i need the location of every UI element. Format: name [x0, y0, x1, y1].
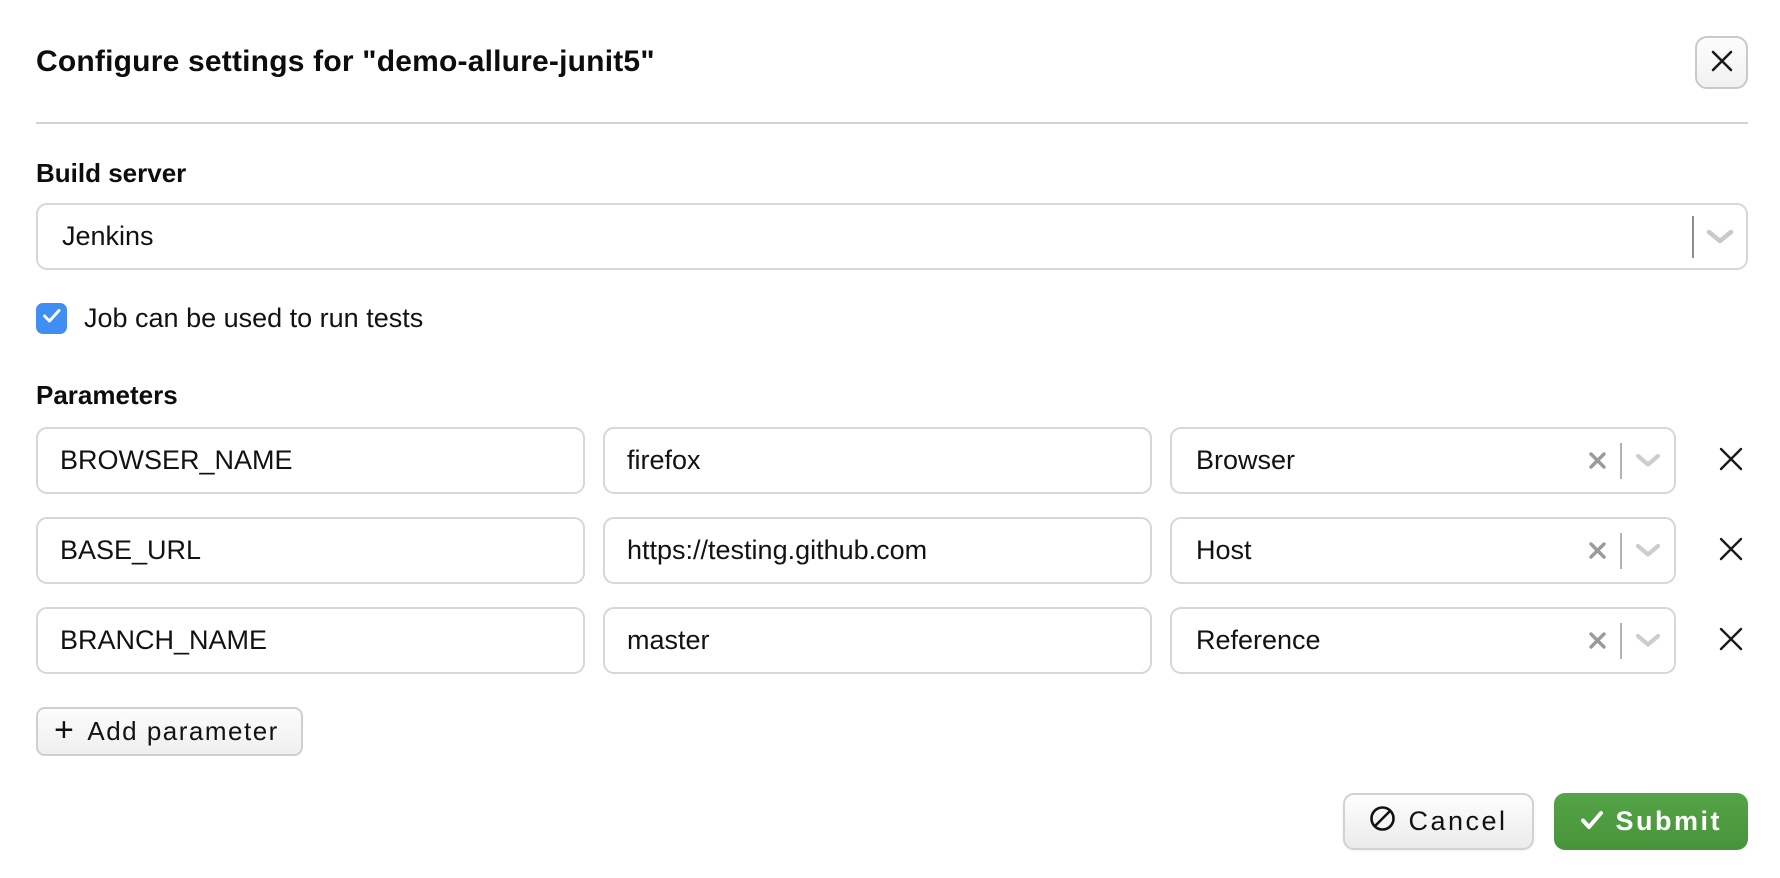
chevron-down-icon [1622, 429, 1674, 492]
combo-divider [1620, 532, 1622, 569]
remove-row-icon [1715, 443, 1747, 478]
combo-divider [1620, 442, 1622, 479]
dialog-title: Configure settings for "demo-allure-juni… [36, 45, 655, 78]
build-server-label: Build server [36, 158, 187, 188]
chevron-down-icon [1694, 205, 1746, 268]
select-divider [1692, 215, 1694, 258]
dialog-header: Configure settings for "demo-allure-juni… [36, 0, 1748, 89]
dialog-footer: Cancel Submit [1343, 793, 1748, 850]
cancel-icon [1369, 805, 1396, 839]
job-checkbox[interactable] [36, 303, 67, 334]
parameter-value-input[interactable] [603, 427, 1152, 494]
combo-divider [1620, 622, 1622, 659]
parameter-type-combobox[interactable]: Browser [1170, 427, 1676, 494]
parameter-type-combobox[interactable]: Reference [1170, 607, 1676, 674]
configure-settings-dialog: Configure settings for "demo-allure-juni… [36, 0, 1748, 850]
job-checkbox-label[interactable]: Job can be used to run tests [84, 303, 424, 333]
check-icon [1580, 806, 1604, 837]
chevron-down-icon [1622, 609, 1674, 672]
clear-type-button[interactable] [1574, 519, 1620, 582]
submit-button[interactable]: Submit [1553, 793, 1748, 850]
parameter-name-input[interactable] [36, 427, 585, 494]
remove-parameter-button[interactable] [1714, 444, 1748, 478]
cancel-label: Cancel [1408, 806, 1508, 836]
parameter-type-value: Host [1196, 535, 1252, 565]
parameter-row: Browser [36, 427, 1748, 494]
checkmark-icon [42, 308, 62, 329]
clear-type-button[interactable] [1574, 429, 1620, 492]
parameter-type-combobox[interactable]: Host [1170, 517, 1676, 584]
parameter-row: Reference [36, 607, 1748, 674]
clear-type-button[interactable] [1574, 609, 1620, 672]
close-button[interactable] [1695, 36, 1748, 89]
close-icon [1709, 48, 1735, 77]
parameter-value-input[interactable] [603, 607, 1152, 674]
add-parameter-label: Add parameter [87, 716, 279, 746]
parameter-value-input[interactable] [603, 517, 1152, 584]
parameter-type-value: Browser [1196, 445, 1296, 475]
plus-icon: + [54, 711, 76, 749]
header-divider [36, 122, 1748, 124]
remove-parameter-button[interactable] [1714, 624, 1748, 658]
parameters-label: Parameters [36, 380, 178, 410]
parameter-row: Host [36, 517, 1748, 584]
job-checkbox-row: Job can be used to run tests [36, 303, 1748, 334]
chevron-down-icon [1622, 519, 1674, 582]
parameter-name-input[interactable] [36, 607, 585, 674]
parameter-name-input[interactable] [36, 517, 585, 584]
parameter-type-value: Reference [1196, 625, 1321, 655]
submit-label: Submit [1615, 806, 1722, 836]
build-server-select[interactable]: Jenkins [36, 203, 1748, 270]
cancel-button[interactable]: Cancel [1343, 793, 1534, 850]
build-server-selected-value: Jenkins [62, 221, 154, 251]
remove-row-icon [1715, 623, 1747, 658]
remove-row-icon [1715, 533, 1747, 568]
remove-parameter-button[interactable] [1714, 534, 1748, 568]
add-parameter-button[interactable]: + Add parameter [36, 707, 303, 756]
